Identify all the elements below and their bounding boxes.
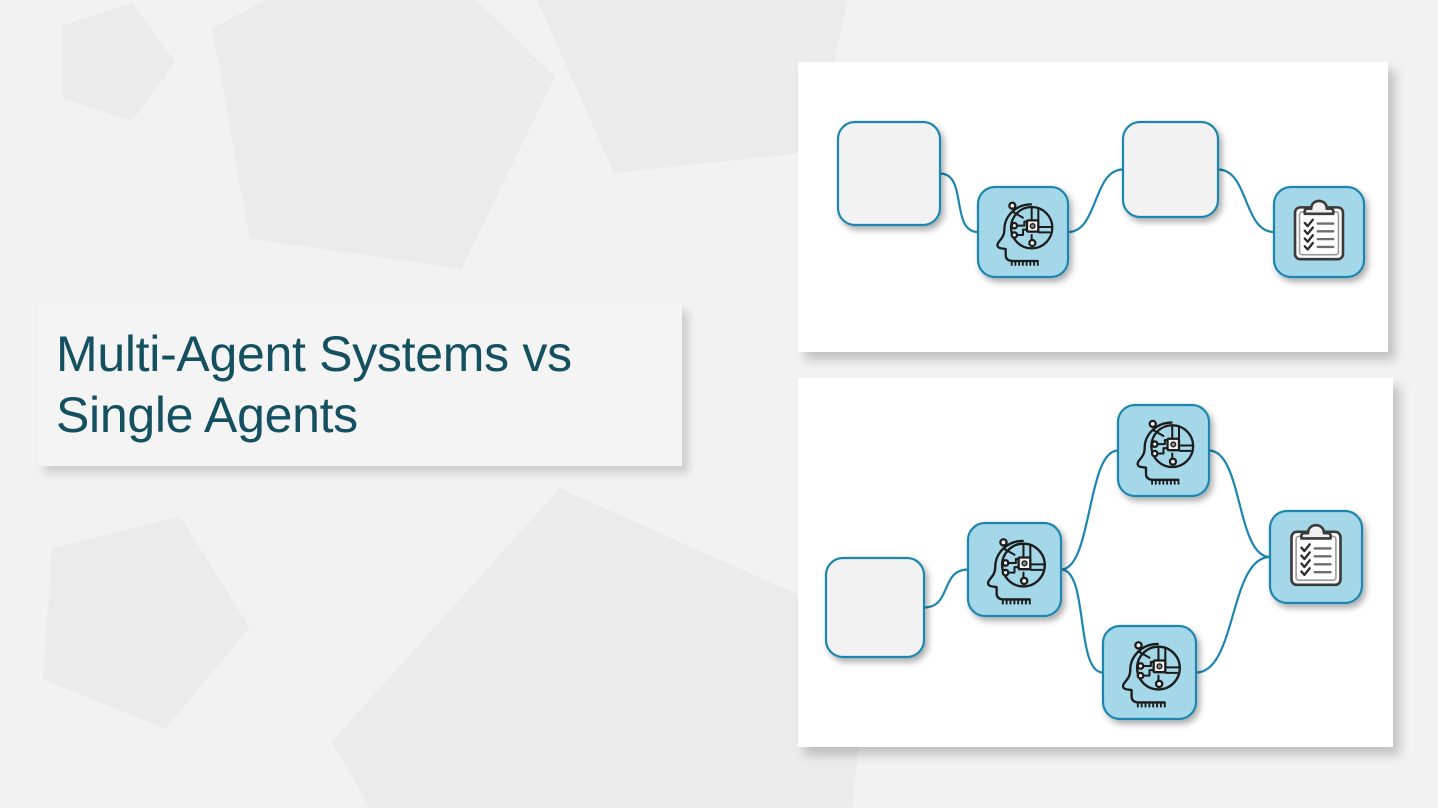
page-title: Multi-Agent Systems vs Single Agents (56, 326, 572, 443)
single-agent-diagram (836, 120, 1366, 279)
clipboard-check-4 (1300, 567, 1311, 577)
node-box-empty[interactable] (836, 120, 942, 227)
ai-head-icon (1121, 641, 1181, 708)
decor-pentagon-5 (331, 488, 872, 808)
clipboard-check-3 (1303, 234, 1315, 243)
clipboard-icon (1293, 199, 1345, 261)
node-box-empty[interactable] (1121, 120, 1220, 219)
node-m-output[interactable] (1268, 509, 1364, 605)
connector-s-input-to-s-agent (939, 172, 979, 234)
connector-edges (923, 449, 1271, 674)
connector-m-input-to-m-router (923, 568, 969, 609)
diagram-nodes (836, 120, 1366, 279)
node-box-empty[interactable] (824, 556, 926, 659)
connector-m-router-to-m-agent-dn (1060, 568, 1104, 674)
ai-head-icon (1136, 419, 1195, 485)
connector-m-router-to-m-agent-up (1060, 449, 1119, 571)
node-s-output[interactable] (1272, 185, 1366, 279)
node-s-agent[interactable] (976, 185, 1070, 279)
clipboard-check-2 (1303, 226, 1315, 236)
decor-pentagon-4 (43, 516, 250, 729)
node-m-agent-dn[interactable] (1101, 624, 1198, 721)
clipboard-check-4 (1303, 241, 1315, 251)
ai-head-icon (996, 201, 1054, 266)
title-panel: Multi-Agent Systems vs Single Agents (38, 304, 682, 466)
clipboard-icon (1290, 523, 1342, 587)
connector-s-agent-to-s-middle (1067, 168, 1124, 234)
clipboard-check-2 (1300, 551, 1311, 561)
connector-m-agent-up-to-m-output (1208, 449, 1271, 559)
node-m-input[interactable] (824, 556, 926, 659)
node-m-agent-up[interactable] (1116, 403, 1211, 498)
connector-s-middle-to-s-output (1217, 168, 1275, 234)
decor-pentagon-1 (62, 3, 175, 121)
multi-agent-diagram (824, 403, 1364, 721)
decor-pentagon-2 (212, 0, 556, 269)
ai-head-icon (986, 538, 1046, 605)
connector-edges (939, 168, 1275, 234)
multi-agent-diagram-card (798, 378, 1393, 747)
clipboard-check-1 (1300, 543, 1311, 553)
node-s-middle[interactable] (1121, 120, 1220, 219)
connector-m-agent-dn-to-m-output (1195, 555, 1271, 674)
single-agent-diagram-card (798, 62, 1388, 352)
node-m-router[interactable] (966, 521, 1063, 618)
diagram-nodes (824, 403, 1364, 721)
node-s-input[interactable] (836, 120, 942, 227)
clipboard-check-3 (1300, 559, 1311, 569)
clipboard-check-1 (1303, 218, 1315, 228)
